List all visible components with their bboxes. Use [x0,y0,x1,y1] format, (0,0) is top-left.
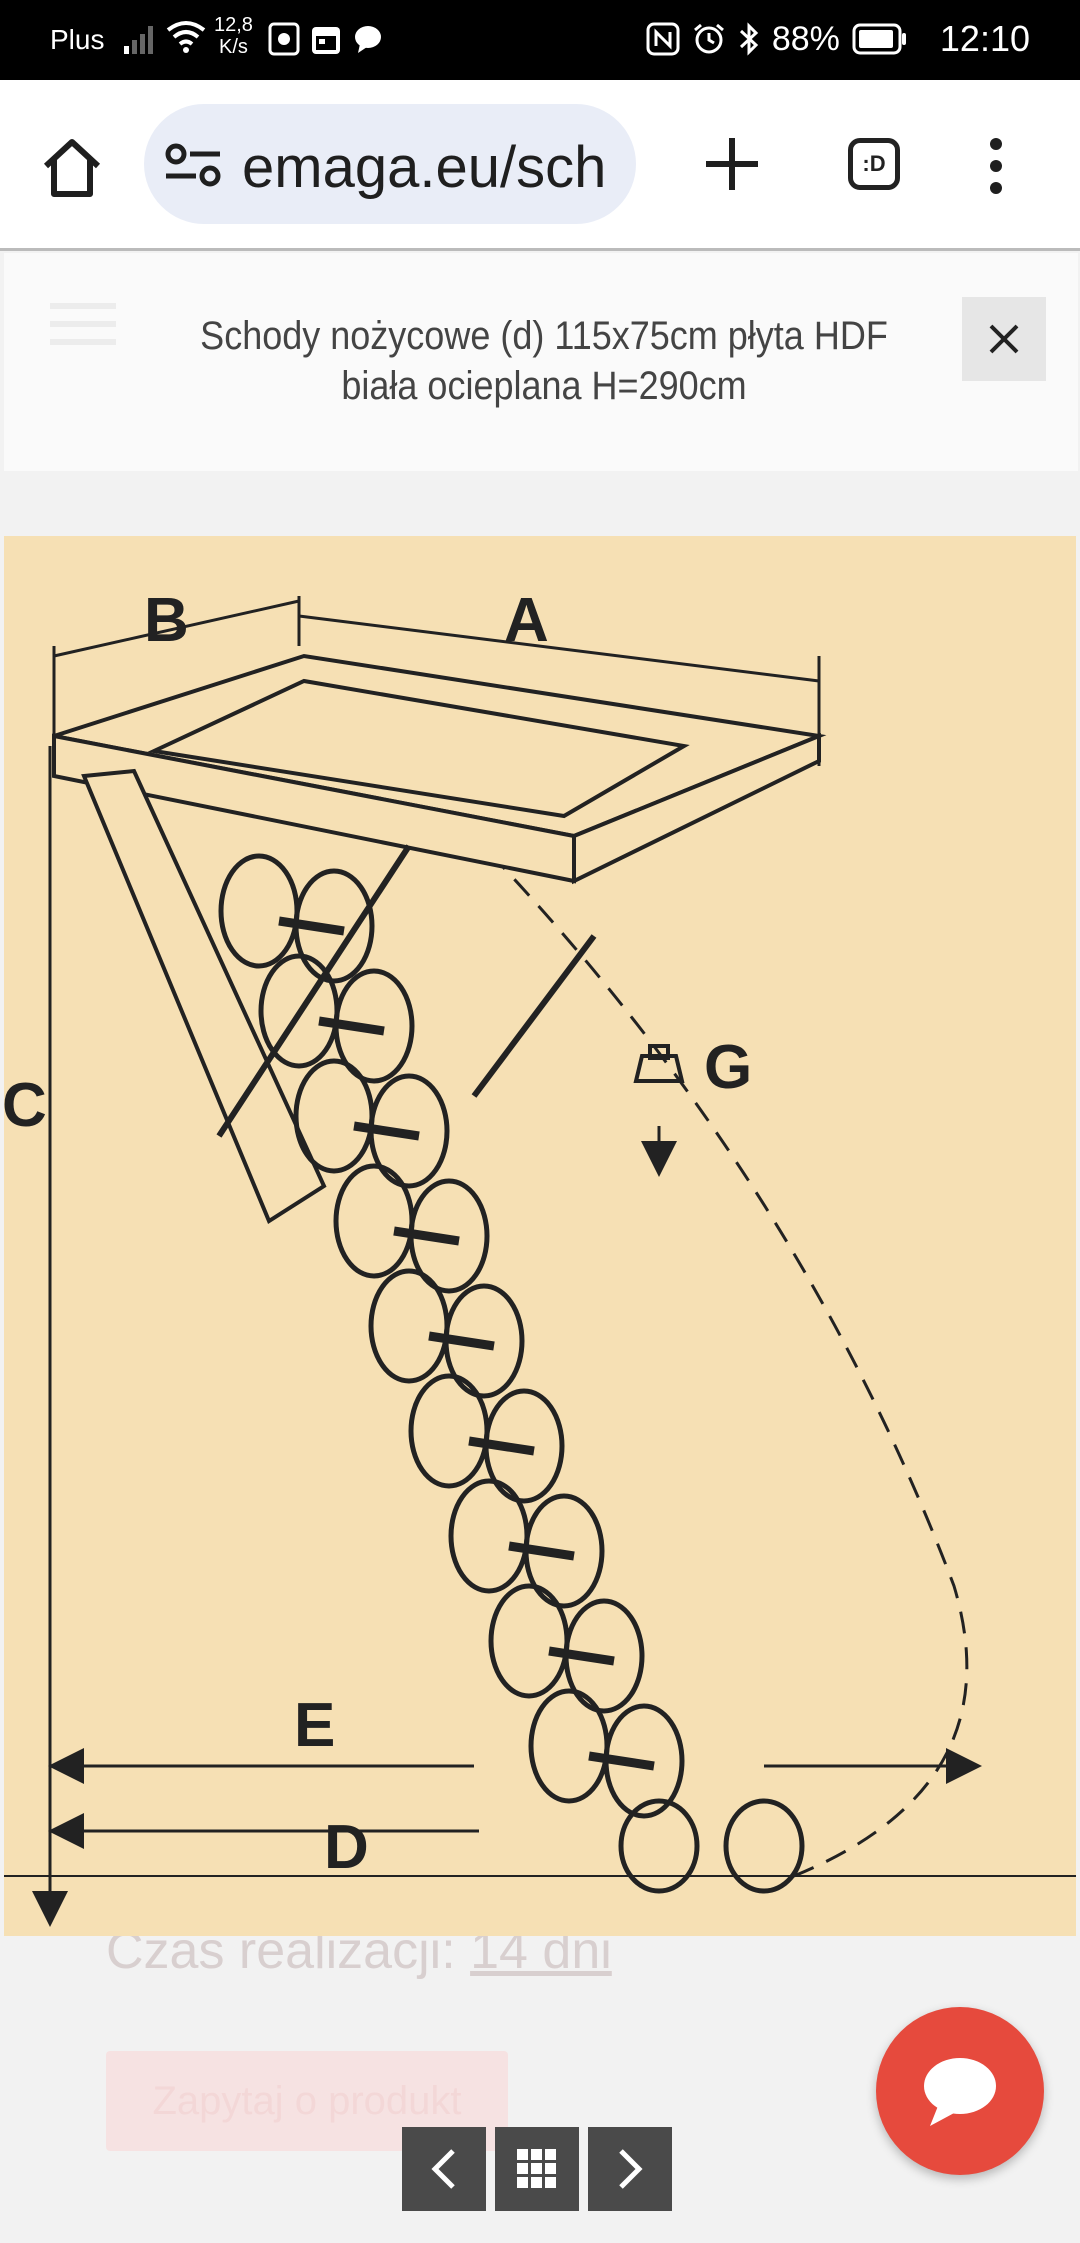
battery-percent: 88% [771,19,840,58]
address-bar[interactable]: emaga.eu/sch [144,104,636,224]
wifi-icon [166,21,206,53]
support-arms [216,844,597,1138]
label-b: B [144,586,189,655]
network-speed: 12,8 K/s [214,14,253,58]
lightbox-header: Schody nożycowe (d) 115x75cm płyta HDF b… [4,253,1078,471]
bluetooth-icon [739,22,759,56]
status-bar: Plus 12,8 K/s 88% 12:10 [0,0,1080,80]
chat-button[interactable] [876,2007,1044,2175]
label-c: C [4,1071,47,1140]
weight-icon [633,1044,685,1083]
tab-switcher-button[interactable]: :D [848,138,900,190]
label-e: E [294,1691,335,1760]
lightbox-title: Schody nożycowe (d) 115x75cm płyta HDF b… [200,314,888,408]
product-image[interactable]: B A C G E D [4,536,1076,1936]
speed-value: 12,8 [214,14,253,36]
home-icon[interactable] [36,132,108,204]
status-right: 88% 12:10 [646,18,1030,60]
previous-image-button[interactable] [402,2127,486,2211]
label-d: D [324,1813,369,1882]
browser-toolbar: emaga.eu/sch :D [0,80,1080,248]
brightness-icon [268,22,300,56]
hatch-frame [52,653,827,1224]
next-image-button[interactable] [588,2127,672,2211]
alarm-icon [693,23,724,54]
label-g: G [704,1033,752,1102]
calendar-icon [312,27,340,54]
battery-icon [852,23,906,55]
notification-icons [268,22,384,56]
chevron-left-icon[interactable] [429,2147,459,2191]
hamburger-menu-icon [50,303,116,345]
clock: 12:10 [939,18,1030,59]
carrier-label: Plus [50,24,105,55]
chevron-right-icon[interactable] [615,2147,645,2191]
grid-icon[interactable] [515,2147,559,2191]
site-settings-icon[interactable] [164,142,224,188]
url-text[interactable]: emaga.eu/sch [242,135,607,200]
dimension-lines [4,596,1076,1927]
web-page: Czas realizacji: 14 dni Zapytaj o produk… [0,248,1080,2243]
more-menu-icon[interactable] [978,136,1014,196]
chat-icon[interactable] [920,2054,1000,2128]
signal-icon [124,26,153,54]
nfc-icon [646,22,680,56]
ladder-steps [278,916,655,1771]
chat-bubble-icon [355,26,381,53]
close-button[interactable] [962,297,1046,381]
speed-unit: K/s [219,36,248,58]
label-a: A [504,586,549,655]
close-icon[interactable] [988,323,1020,355]
gallery-grid-button[interactable] [495,2127,579,2211]
new-tab-icon[interactable] [700,132,764,196]
